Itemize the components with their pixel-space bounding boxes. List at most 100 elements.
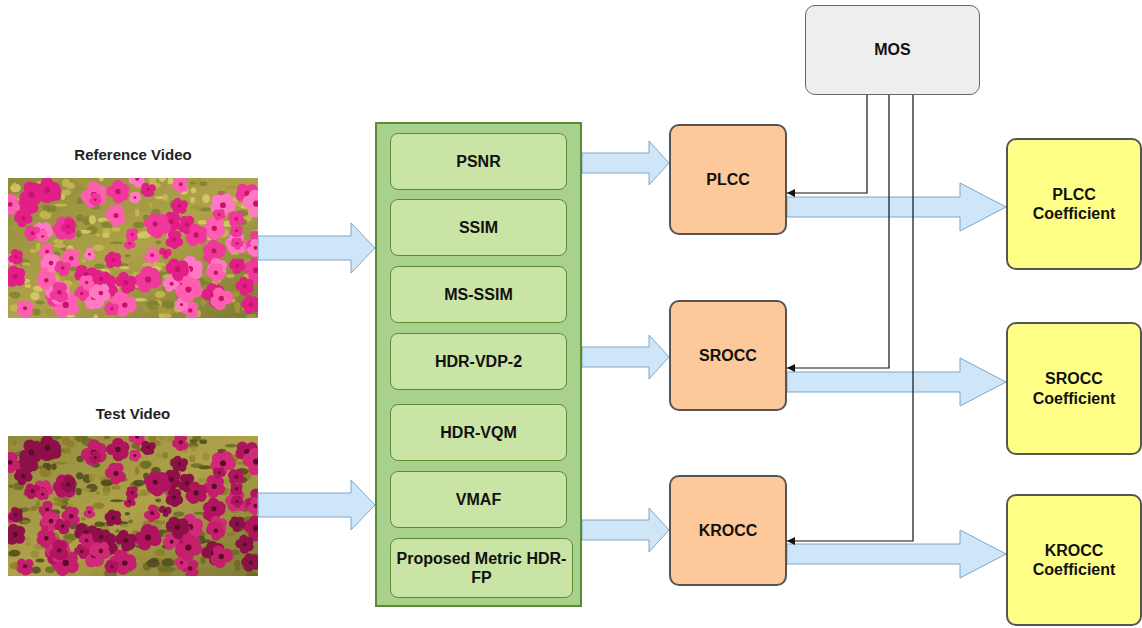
flower-centre — [214, 528, 218, 532]
flower-centre — [146, 188, 150, 192]
flower-centre — [185, 544, 191, 550]
leaf — [155, 498, 161, 502]
petal — [160, 506, 166, 512]
leaf — [199, 181, 207, 186]
petal — [94, 452, 100, 458]
metric-box: HDR-VDP-2 — [390, 333, 567, 390]
leaf — [9, 484, 13, 488]
leaf — [128, 261, 133, 265]
flower-centre — [235, 487, 238, 490]
flower-centre — [131, 491, 134, 494]
flower-centre — [194, 490, 199, 495]
leaf — [76, 214, 83, 221]
flower-centre — [253, 458, 258, 464]
metric-box: VMAF — [390, 471, 567, 528]
photo-label: Test Video — [96, 404, 170, 424]
block-arrow — [787, 358, 1006, 406]
flower-centre — [153, 222, 158, 227]
leaf — [9, 292, 21, 299]
flower-centre — [28, 449, 34, 455]
leaf — [191, 445, 197, 451]
flower-centre — [185, 223, 189, 227]
flower-centre — [170, 540, 174, 544]
flower-centre — [179, 440, 183, 444]
leaf — [149, 178, 157, 184]
flower-centre — [31, 489, 35, 493]
flower-centre — [234, 475, 238, 479]
leaf — [22, 262, 30, 266]
leaf — [51, 206, 57, 213]
flower-centre — [172, 237, 176, 241]
flower-centre — [63, 302, 69, 308]
flower-centre — [122, 302, 127, 307]
leaf — [53, 461, 67, 464]
mos-box: MOS — [805, 5, 980, 95]
flower-centre — [235, 264, 239, 268]
leaf — [99, 436, 104, 439]
photo-label: Reference Video — [74, 145, 191, 165]
flower-centre — [69, 514, 74, 519]
leaf — [158, 307, 167, 314]
flower-centre — [253, 525, 258, 531]
leaf — [191, 463, 203, 468]
flower-centre — [172, 495, 176, 499]
flower-centre — [214, 270, 218, 274]
leaf — [92, 503, 104, 509]
flower-centre — [169, 219, 174, 224]
flower-centre — [69, 256, 74, 261]
flower-centre — [185, 481, 189, 485]
flower-centre — [249, 560, 253, 564]
leaf — [173, 253, 184, 258]
leaf — [162, 194, 168, 201]
petal — [236, 259, 244, 267]
leaf — [162, 452, 168, 459]
flower-centre — [145, 535, 151, 541]
box-label: PSNR — [456, 152, 500, 171]
metric-group: PSNRSSIMMS-SSIMHDR-VDP-2HDR-VQMVMAFPropo… — [375, 122, 582, 607]
leaf — [12, 182, 16, 187]
leaf — [80, 436, 88, 439]
box-label: PLCC — [706, 170, 750, 189]
block-arrow — [787, 530, 1006, 578]
leaf — [25, 284, 31, 288]
flower-centre — [44, 278, 48, 282]
metric-box: SSIM — [390, 199, 567, 256]
flower-centre — [99, 277, 103, 281]
leaf — [246, 572, 258, 576]
leaf — [76, 472, 83, 479]
flower-centre — [44, 445, 50, 451]
flower-centre — [57, 548, 62, 553]
flower-centre — [243, 542, 247, 546]
flower-centre — [212, 248, 217, 253]
flower-centre — [41, 493, 44, 496]
photo-frame: Reference Video — [8, 145, 258, 318]
box-label: SROCC Coefficient — [1012, 369, 1136, 407]
leaf — [96, 234, 100, 237]
flower-centre — [234, 217, 238, 221]
leaf — [125, 512, 130, 516]
leaf — [133, 480, 145, 486]
flower-centre — [134, 454, 137, 457]
leaf — [140, 461, 151, 469]
leaf — [158, 565, 167, 572]
leaf — [120, 524, 130, 527]
leaf — [30, 249, 37, 253]
flower-centre — [28, 191, 34, 197]
petal — [236, 517, 244, 525]
leaf — [225, 444, 237, 448]
flower-centre — [14, 255, 18, 259]
leaf — [198, 478, 207, 483]
leaf — [125, 254, 130, 258]
flower-centre — [44, 187, 50, 193]
leaf — [159, 178, 166, 182]
flower-centre — [146, 446, 150, 450]
flower-centre — [110, 565, 113, 568]
leaf — [173, 511, 184, 516]
flower-centre — [41, 235, 44, 238]
block-arrow — [582, 335, 669, 379]
flower-centre — [80, 550, 83, 553]
petal — [218, 209, 224, 215]
leaf — [46, 205, 51, 212]
flower-centre — [23, 306, 27, 310]
leaf — [235, 308, 240, 313]
